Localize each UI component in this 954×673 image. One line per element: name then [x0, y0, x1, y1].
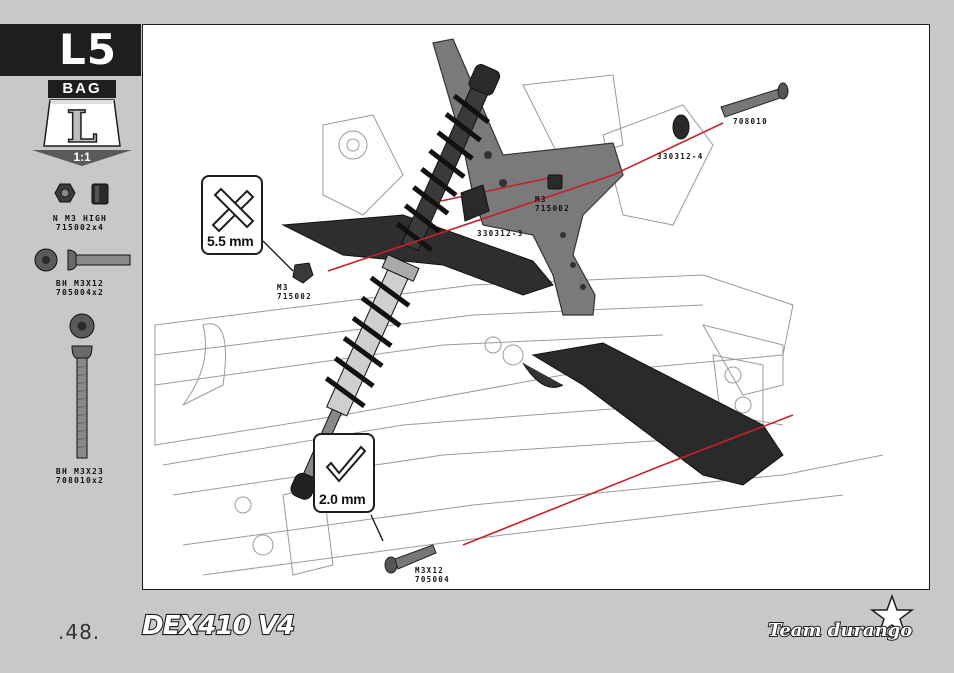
spacer-part	[460, 184, 490, 222]
callout-bolt-bottom: M3X12 705004	[415, 566, 450, 584]
assembly-drawing	[154, 38, 884, 576]
brand-logo: Team durango	[767, 593, 915, 642]
bag-icon: L	[32, 99, 132, 166]
assembly-illustration-panel: 5.5 mm 2.0 mm 708010 330312-4 M3 715002 …	[142, 24, 930, 590]
chassis-lineart	[154, 74, 884, 576]
part-bh12-label: BH M3X12 705004x2	[36, 279, 124, 297]
part-bh23-name: BH M3X23	[55, 467, 105, 476]
bottom-bolt-part	[384, 544, 437, 574]
bag-indicator: BAG L 1:1	[32, 80, 132, 170]
lower-arm	[531, 342, 784, 486]
part-bh23-code: 708010x2	[55, 476, 105, 485]
svg-text:Team durango: Team durango	[768, 620, 912, 641]
step-badge: L5	[0, 24, 141, 76]
part-bh12-name: BH M3X12	[55, 279, 105, 288]
callout-nut-left: M3 715002	[277, 283, 312, 301]
part-bh23-label: BH M3X23 708010x2	[36, 467, 124, 485]
part-bh12-code: 705004x2	[55, 288, 105, 297]
bag-letter: L	[67, 102, 98, 153]
part-nut-code: 715002x4	[55, 223, 105, 232]
product-logo: DEX410 V4	[141, 610, 296, 642]
cross-wrench-size: 5.5 mm	[207, 233, 254, 249]
callout-nut-left-line2: 715002	[277, 292, 312, 301]
callout-nut-right-line1: M3	[535, 195, 547, 204]
nut-left-part	[292, 262, 314, 284]
callout-bolt-top: 708010	[733, 117, 768, 126]
callout-bolt-bottom-line1: M3X12	[415, 566, 445, 575]
svg-text:DEX410 V4: DEX410 V4	[142, 611, 294, 641]
callout-nut-left-line1: M3	[277, 283, 289, 292]
callout-nut-right-line2: 715002	[535, 204, 570, 213]
high-nut-side-icon	[91, 183, 109, 205]
callout-nut-right: M3 715002	[535, 195, 570, 213]
cross-wrench-tool-box: 5.5 mm	[201, 175, 263, 255]
part-nut-name: N M3 HIGH	[52, 214, 108, 223]
callout-washer: 330312-4	[657, 152, 704, 161]
nut-right-part	[547, 174, 563, 190]
bag-label: BAG	[48, 80, 116, 98]
cross-wrench-icon	[211, 187, 255, 233]
parts-list-art	[34, 183, 131, 459]
hex-key-tool-box: 2.0 mm	[313, 433, 375, 513]
callout-spacer: 330312-3	[477, 229, 524, 238]
part-nut-label: N M3 HIGH 715002x4	[36, 214, 124, 232]
hex-key-icon	[325, 445, 367, 483]
hex-nut-icon	[54, 183, 76, 203]
washer-part	[672, 114, 690, 140]
page-number: .48.	[58, 620, 101, 644]
step-number: L5	[59, 25, 117, 74]
scale-label: 1:1	[73, 150, 91, 164]
hex-key-size: 2.0 mm	[319, 491, 366, 507]
button-head-screw-long-icon	[69, 313, 95, 459]
callout-bolt-bottom-line2: 705004	[415, 575, 450, 584]
button-head-screw-short-icon	[34, 248, 131, 272]
long-bolt-part	[720, 82, 789, 118]
